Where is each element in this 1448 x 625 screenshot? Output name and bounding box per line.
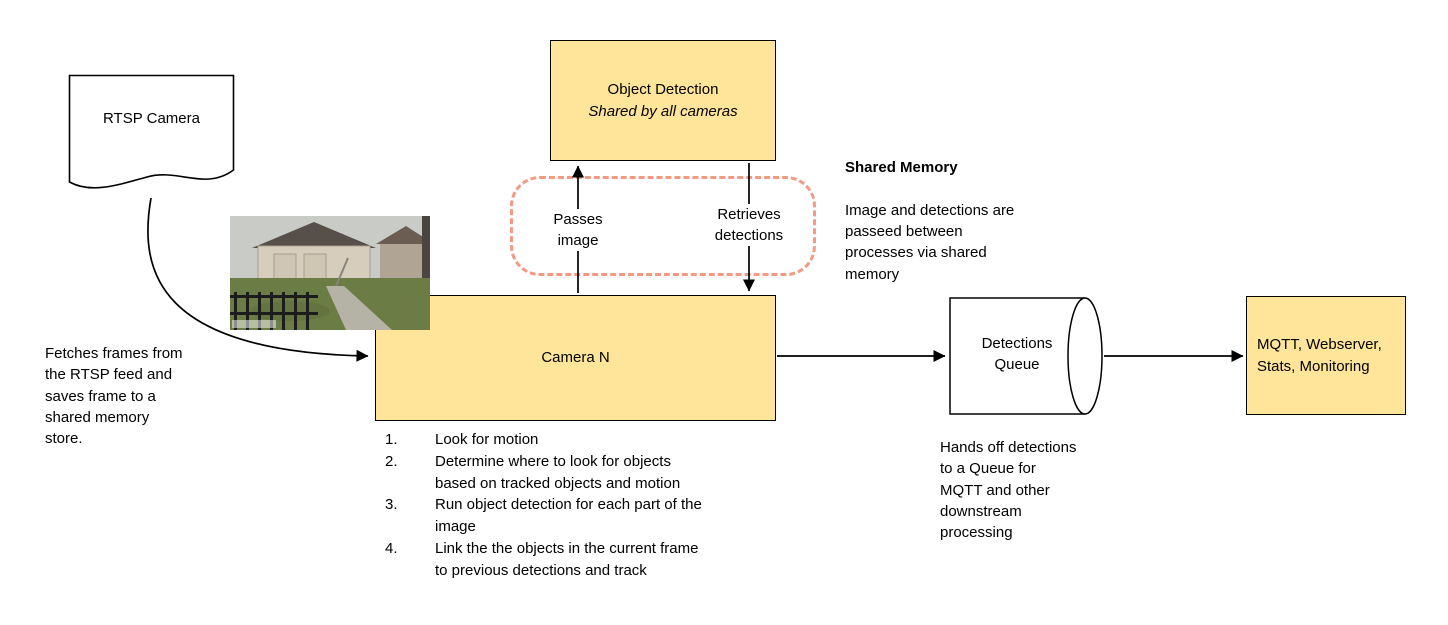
camera-step-4: Link the the objects in the current fram… [385, 538, 699, 579]
document-shape-outline [68, 74, 235, 189]
rtsp-camera-node: RTSP Camera [68, 74, 235, 201]
outputs-label: MQTT, Webserver, Stats, Monitoring [1257, 335, 1382, 375]
camera-n-box: Camera N [375, 295, 776, 421]
queue-cylinder-shape [949, 297, 1103, 415]
object-detection-subtitle: Shared by all cameras [588, 102, 738, 120]
shared-memory-note: Shared Memory Image and detections are p… [845, 136, 1014, 306]
object-detection-box: Object Detection Shared by all cameras [550, 40, 776, 161]
fetch-frames-arrow [147, 197, 369, 362]
retrieves-detections-label: Retrieves detections [712, 204, 786, 246]
rtsp-camera-label: RTSP Camera [103, 110, 200, 127]
queue-handoff-note: Hands off detections to a Queue for MQTT… [940, 439, 1077, 542]
camera-step-1: Look for motion [385, 429, 539, 451]
passes-image-label: Passes image [551, 209, 605, 251]
camera-n-label: Camera N [541, 349, 610, 367]
backyard-photo [230, 216, 434, 330]
shared-memory-region-outline [510, 176, 816, 276]
outputs-box: MQTT, Webserver, Stats, Monitoring [1246, 296, 1406, 415]
camera-steps-list: Look for motion Determine where to look … [385, 429, 755, 581]
camera-snapshot-image [230, 216, 434, 330]
detections-queue-node: Detections Queue [947, 296, 1109, 416]
shared-memory-note-body: Image and detections are passeed between… [845, 201, 1015, 283]
fetch-frames-note: Fetches frames from the RTSP feed and sa… [45, 345, 183, 448]
object-detection-title: Object Detection [607, 80, 719, 98]
shared-memory-note-title: Shared Memory [845, 159, 958, 177]
camera-step-2: Determine where to look for objects base… [385, 451, 681, 492]
camera-step-3: Run object detection for each part of th… [385, 494, 702, 535]
detections-queue-label: Detections Queue [981, 335, 1053, 373]
